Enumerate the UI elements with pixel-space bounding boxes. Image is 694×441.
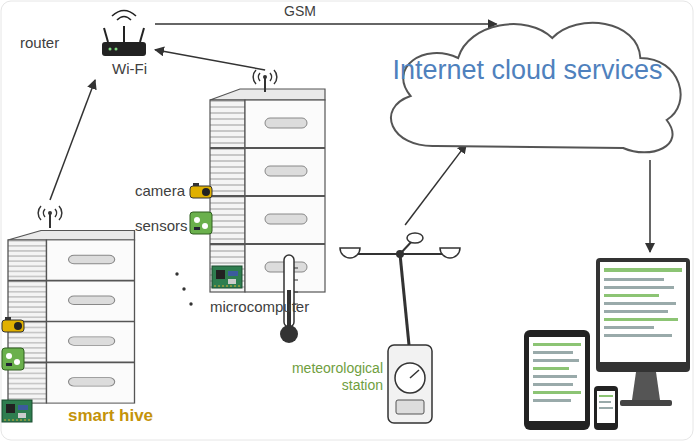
client-devices: [599, 395, 613, 397]
text-holder: Internet cloud services: [365, 54, 690, 86]
ellipsis-dots: [182, 287, 185, 290]
text-holder: meteorological station: [265, 360, 383, 394]
cloud-node: Internet cloud services: [365, 8, 694, 158]
router-icon: [123, 26, 125, 42]
client-devices: [533, 391, 581, 394]
client-devices: [596, 258, 690, 372]
arrow-connector: [405, 144, 466, 225]
hive-left: [2, 348, 24, 370]
client-devices: [597, 391, 615, 423]
client-devices: [604, 294, 659, 297]
node-label: router: [20, 34, 59, 52]
node-label: Internet cloud services: [365, 54, 690, 86]
client-devices: [533, 367, 569, 370]
client-devices: [604, 310, 668, 313]
text-holder: microcomputer: [210, 298, 309, 316]
client-devices: [529, 337, 585, 421]
node-label: camera: [135, 182, 185, 200]
hive-right: [190, 70, 325, 292]
client-devices: [604, 268, 682, 272]
router-icon: [102, 11, 146, 57]
text-holder: Wi-Fi: [112, 60, 147, 78]
client-devices: [599, 407, 613, 409]
ellipsis-dots: [175, 272, 178, 275]
client-devices: [533, 375, 577, 378]
hive-with-devices: camera sensors microcomputer: [135, 70, 330, 320]
router-icon: [109, 48, 112, 51]
router-icon: [104, 28, 108, 42]
client-devices: [604, 318, 678, 321]
client-devices: [594, 386, 618, 430]
edge-label: GSM: [281, 3, 319, 20]
hive-left: [2, 206, 135, 422]
client-devices: [533, 383, 573, 386]
arrow-connector: [50, 80, 95, 200]
hive-right: [212, 266, 242, 288]
node-label: smart hive: [68, 406, 153, 426]
hive-left: [2, 317, 24, 332]
node-label: sensors: [135, 217, 188, 235]
anemometer: [340, 248, 360, 258]
text-holder: router: [20, 34, 59, 52]
router-node: routerWi-Fi: [20, 24, 155, 80]
client-devices: [533, 399, 571, 402]
anemometer: [407, 233, 423, 243]
client-devices: [533, 351, 573, 354]
hive-right: [253, 70, 277, 92]
client-devices: [604, 334, 672, 337]
arrow-connector: [155, 23, 497, 25]
thermometer: [294, 268, 298, 269]
hive-right: [190, 183, 212, 198]
arrow-connector: [155, 50, 265, 70]
text-holder: smart hive: [68, 406, 153, 426]
client-devices: [524, 160, 690, 430]
text-holder: sensors: [135, 217, 188, 235]
thermometer: [294, 280, 298, 281]
anemometer: [388, 345, 432, 423]
client-devices: [533, 359, 579, 362]
hive-left: [8, 231, 135, 404]
client-devices: [604, 278, 664, 281]
client-devices: [524, 330, 590, 430]
node-label: Wi-Fi: [112, 60, 147, 78]
anemometer: [400, 254, 409, 345]
hive-left: [2, 400, 32, 422]
client-devices: [632, 372, 660, 400]
anemometer: [395, 363, 425, 393]
router-icon: [140, 28, 144, 42]
anemometer: [440, 248, 460, 258]
meteorological-station: meteorological station: [265, 225, 435, 425]
hive-right: [190, 212, 212, 234]
router-icon: [115, 48, 118, 51]
hive-right: [210, 89, 325, 292]
anemometer: [340, 233, 460, 423]
thermometer: [280, 325, 298, 343]
client-devices: [604, 286, 674, 289]
hive-left: [38, 206, 62, 228]
text-holder: camera: [135, 182, 185, 200]
cloud-outline: [391, 23, 681, 152]
anemometer: [396, 400, 424, 414]
node-label: microcomputer: [210, 298, 309, 316]
edge-label-holder: GSM: [281, 3, 319, 20]
client-devices: [604, 302, 676, 305]
client-devices: [533, 343, 581, 346]
smart-hive-node: smart hive: [0, 200, 160, 441]
client-devices: [600, 262, 686, 362]
anemometer: [410, 370, 419, 378]
thermometer: [294, 292, 298, 293]
ellipsis-dots: [189, 302, 192, 305]
client-devices: [649, 160, 651, 252]
node-label: meteorological station: [265, 360, 383, 394]
client-devices: [599, 401, 611, 403]
client-devices: [604, 326, 654, 329]
ellipsis-dots: [175, 272, 192, 305]
client-devices: [620, 400, 672, 406]
router-icon: [102, 42, 146, 56]
router-icon: [112, 11, 136, 21]
